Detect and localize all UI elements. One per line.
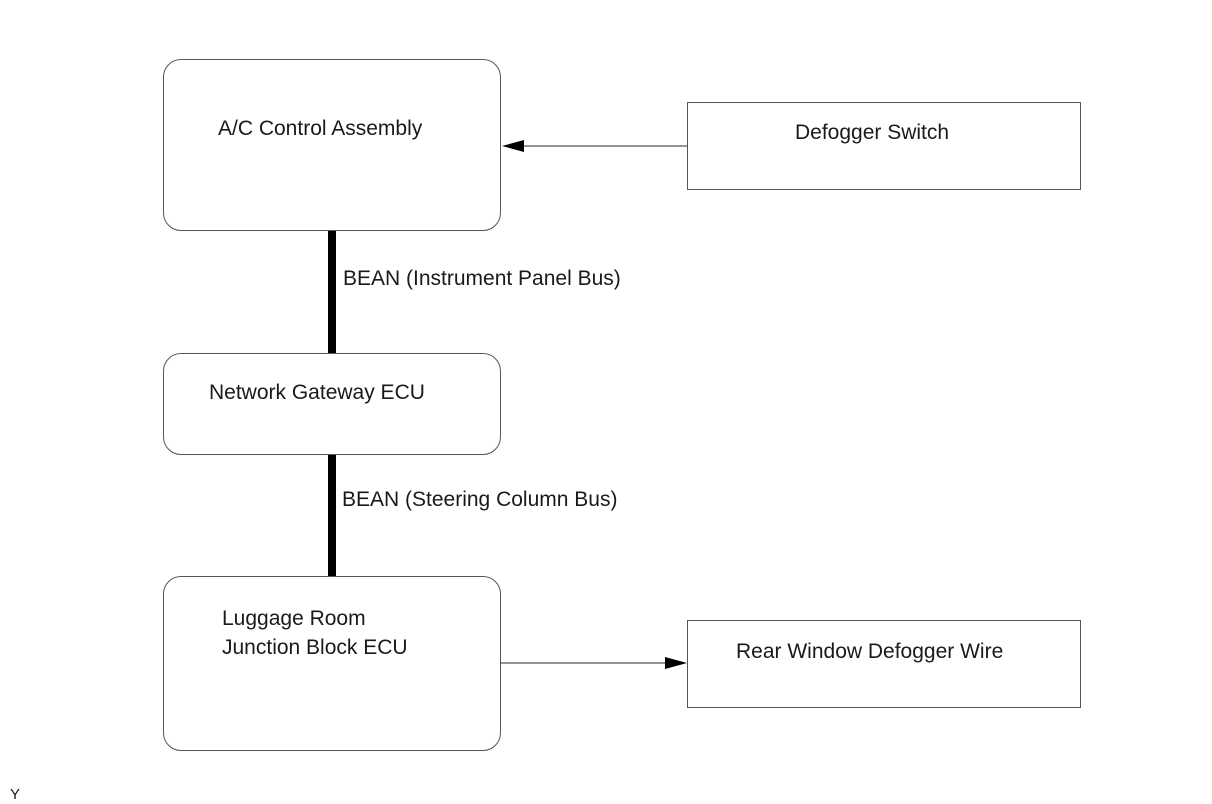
defogger-switch-box: Defogger Switch [687, 102, 1081, 190]
steering-column-bus-label: BEAN (Steering Column Bus) [342, 488, 618, 511]
ac-control-assembly-box: A/C Control Assembly [163, 59, 501, 231]
luggage-room-label-line2: Junction Block ECU [222, 636, 408, 659]
network-gateway-ecu-label: Network Gateway ECU [209, 381, 425, 404]
instrument-panel-bus-label: BEAN (Instrument Panel Bus) [343, 267, 621, 290]
defogger-switch-label: Defogger Switch [795, 121, 950, 144]
arrowhead-to-rear-defogger [665, 657, 687, 669]
arrowhead-to-ac-control [502, 140, 524, 152]
rear-window-defogger-wire-label: Rear Window Defogger Wire [736, 640, 1004, 663]
corner-mark: Y [10, 786, 21, 803]
network-gateway-ecu-box: Network Gateway ECU [163, 353, 501, 455]
ac-control-assembly-label: A/C Control Assembly [218, 117, 423, 140]
rear-window-defogger-wire-box: Rear Window Defogger Wire [687, 620, 1081, 708]
luggage-room-label-line1: Luggage Room [222, 607, 366, 630]
luggage-room-junction-block-ecu-box: Luggage Room Junction Block ECU [163, 576, 501, 751]
